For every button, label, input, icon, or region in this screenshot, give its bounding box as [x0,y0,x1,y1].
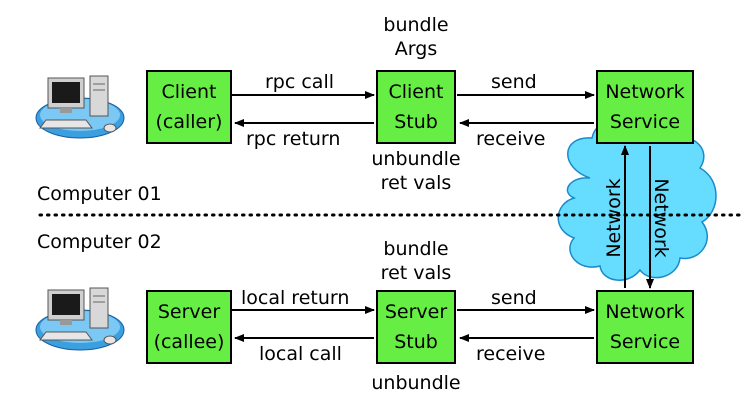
computer-01-label: Computer 01 [37,183,162,205]
network-service-bottom-label: Network [605,301,685,323]
rpc-return-label: rpc return [246,128,341,150]
receive-bottom-label: receive [476,343,546,365]
bundle-args-line1: bundle [383,14,449,36]
network-label-right: Network [650,178,672,257]
computer-02-label: Computer 02 [37,231,162,253]
server-stub-box: Server Stub [376,290,456,364]
rpc-call-label: rpc call [265,71,335,93]
server-stub-sublabel: Stub [394,331,438,353]
client-box: Client (caller) [146,70,232,144]
server-box: Server (callee) [146,290,232,364]
client-stub-sublabel: Stub [394,111,438,133]
network-service-top-label: Network [605,81,685,103]
client-stub-label: Client [388,81,444,103]
bundle-ret-vals-line2: ret vals [380,262,452,284]
receive-top-label: receive [476,128,546,150]
server-sublabel: (callee) [153,331,225,353]
bundle-ret-vals-label: bundle ret vals [356,238,476,284]
network-service-bottom-box: Network Service [596,290,694,364]
unbundle-ret-vals-line1: unbundle [371,148,461,170]
network-service-top-sublabel: Service [609,111,681,133]
server-label: Server [157,301,221,323]
network-service-top-box: Network Service [596,70,694,144]
local-return-label: local return [241,287,350,309]
local-call-label: local call [259,343,342,365]
server-stub-label: Server [384,301,448,323]
network-cloud [557,119,717,281]
computer-icon-top [35,75,125,139]
network-label-left: Network [603,178,625,257]
client-stub-box: Client Stub [376,70,456,144]
bundle-args-line2: Args [394,38,438,60]
send-top-label: send [491,71,537,93]
network-service-bottom-sublabel: Service [609,331,681,353]
send-bottom-label: send [491,287,537,309]
bundle-ret-vals-line1: bundle [383,238,449,260]
computer-icon-bottom [35,287,125,351]
client-label: Client [161,81,217,103]
client-sublabel: (caller) [155,111,223,133]
unbundle-ret-vals-label: unbundle ret vals [356,148,476,194]
bundle-args-label: bundle Args [376,14,456,60]
unbundle-label: unbundle [371,372,461,394]
unbundle-ret-vals-line2: ret vals [380,172,452,194]
